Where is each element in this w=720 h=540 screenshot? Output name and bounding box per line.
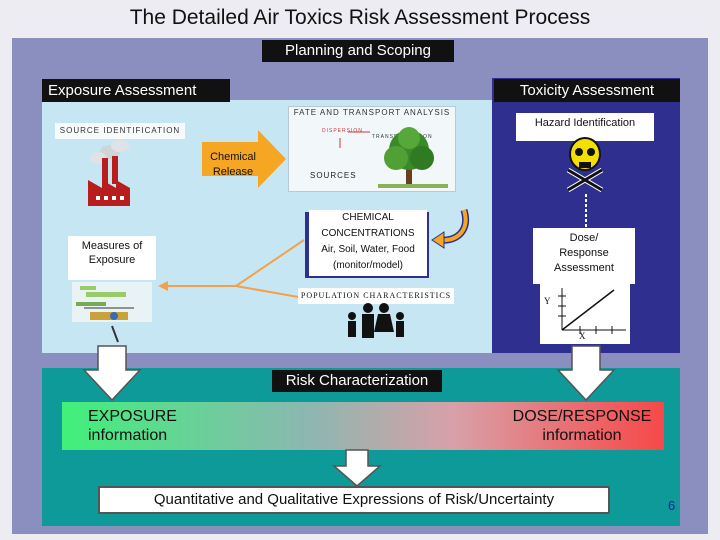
hazard-identification-box: Hazard Identification [516,113,654,141]
dose-line-2: Response [559,247,609,259]
tree-illustration [339,127,448,188]
dose-curve-background [540,284,630,344]
curved-arrow-icon [431,208,469,249]
concentrations-line-4: (monitor/model) [332,260,404,271]
risk-characterization-header: Risk Characterization [272,370,442,392]
toxicity-assessment-header: Toxicity Assessment [494,79,680,102]
planning-scoping-header: Planning and Scoping [262,40,454,62]
toxicity-down-arrow [556,345,616,402]
chemical-release-label: Chemical Release [210,151,256,178]
concentrations-line-2: CONCENTRATIONS [321,228,415,239]
y-axis-label: Y [544,296,551,306]
source-identification-label: SOURCE IDENTIFICATION [55,123,185,139]
information-gradient-bar [62,402,664,450]
exposure-down-arrow [82,345,142,402]
dose-info-line-2: information [542,427,622,444]
dose-line-3: Assessment [554,262,614,274]
exposure-info-line-1: EXPOSURE [88,408,177,425]
dose-response-curve [558,288,626,334]
measures-line-2: Exposure [88,254,136,266]
measuring-devices-icon [72,282,152,343]
measures-line-1: Measures of [81,240,143,252]
dose-info-line-1: DOSE/RESPONSE [512,408,652,425]
risk-expressions-box: Quantitative and Qualitative Expressions… [98,486,610,514]
page-title: The Detailed Air Toxics Risk Assessment … [129,6,591,29]
fate-transport-label: FATE AND TRANSPORT ANALYSIS [293,108,451,117]
factory-icon [88,140,130,206]
concentrations-line-3: Air, Soil, Water, Food [321,244,415,255]
skull-crossbones-icon [566,137,604,193]
dose-response-information-label: DOSE/RESPONSE information [500,407,664,445]
dispersion-label: DISPERSION [322,128,363,134]
chemical-concentrations-box: CHEMICAL CONCENTRATIONS Air, Soil, Water… [309,210,427,276]
exposure-assessment-header: Exposure Assessment [42,79,230,102]
page-number: 6 [668,498,676,513]
sources-label: SOURCES [310,171,357,180]
measures-of-exposure-box: Measures of Exposure [68,236,156,280]
exposure-info-line-2: information [88,427,168,444]
dose-response-box: Dose/ Response Assessment [533,228,635,284]
dose-line-1: Dose/ [569,232,599,244]
population-characteristics-label: POPULATION CHARACTERISTICS [298,288,454,304]
risk-down-arrow [331,449,383,487]
x-axis-label: X [579,331,586,341]
hazard-to-dose-line [585,194,587,230]
connector-lines [158,239,305,299]
exposure-information-label: EXPOSURE information [88,407,218,445]
concentrations-line-1: CHEMICAL [342,212,394,223]
family-icon [348,303,404,338]
chemical-release-arrow [202,130,286,188]
